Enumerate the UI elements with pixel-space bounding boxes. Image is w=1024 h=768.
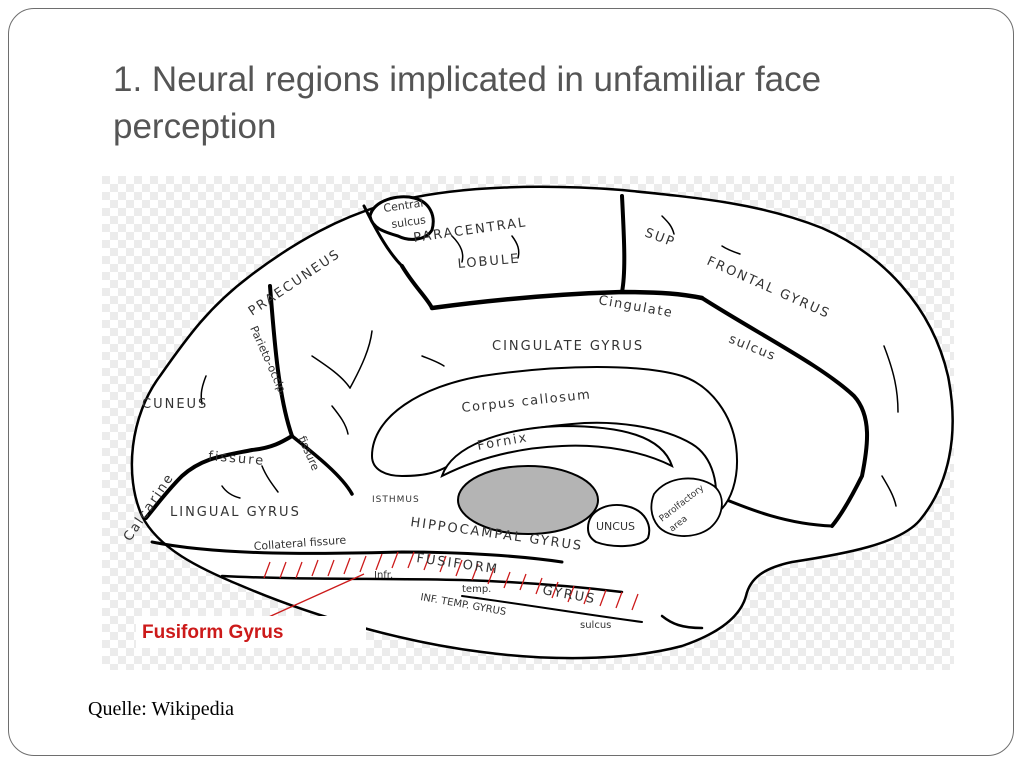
fornix-outline [440, 424, 674, 478]
label-isthmus: ISTHMUS [372, 495, 420, 505]
central-sulcus-bubble [368, 195, 435, 241]
label-cuneus: CUNEUS [142, 397, 208, 412]
slide-frame [8, 8, 1014, 756]
thalamus-ventricle [457, 465, 599, 535]
fusiform-highlight-label: Fusiform Gyrus [142, 622, 283, 643]
source-caption: Quelle: Wikipedia [88, 698, 235, 720]
parolfactory-outline [650, 477, 723, 537]
label-sulcus: sulcus [580, 620, 611, 631]
fusiform-hatching [263, 551, 639, 611]
label-lingual-gyrus: LINGUAL GYRUS [170, 505, 301, 520]
label-collateral-fissure: Collateral fissure [253, 534, 346, 553]
label-cingulate-gyrus: CINGULATE GYRUS [492, 339, 644, 354]
label-central-sulcus-2: sulcus [391, 213, 427, 231]
fusiform-label-backdrop [136, 616, 366, 648]
label-temp: temp. [462, 584, 491, 595]
uncus-outline [586, 504, 651, 548]
label-lobule: LOBULE [457, 252, 521, 272]
slide-title: 1. Neural regions implicated in unfamili… [113, 60, 822, 146]
brain-diagram: Central sulcus PARACENTRAL LOBULE SUP FR… [102, 176, 954, 670]
label-central-sulcus-1: Central [383, 197, 424, 215]
label-calcarine-fissure: fissure [208, 449, 266, 469]
label-uncus: UNCUS [596, 520, 635, 533]
minor-sulci [200, 215, 899, 507]
label-infr: Infr. [374, 570, 393, 581]
fusiform-pointer-line [261, 573, 365, 621]
